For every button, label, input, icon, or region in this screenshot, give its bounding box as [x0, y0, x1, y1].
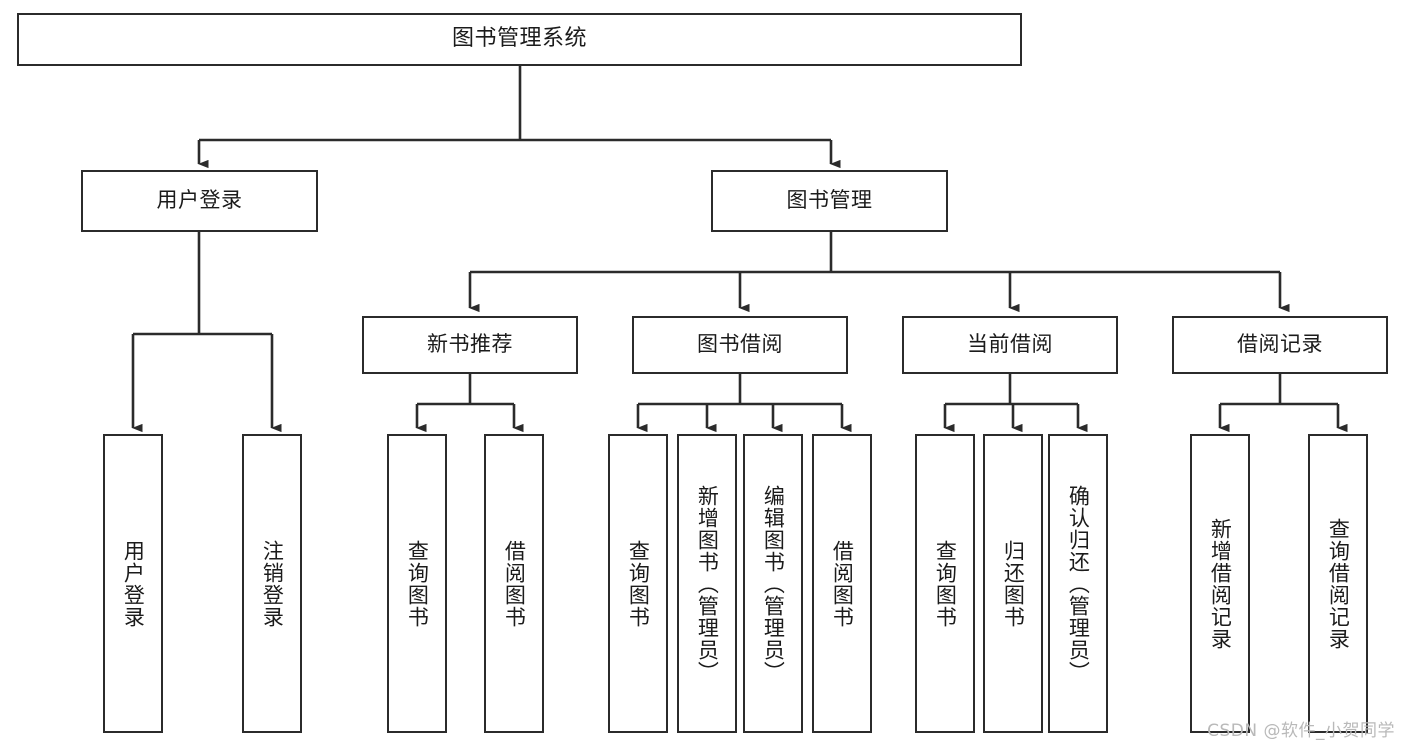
node-label: 注销登录 [260, 539, 285, 628]
watermark-text: CSDN @软件_小贺同学 [1207, 721, 1395, 741]
node-label: 用户登录 [156, 188, 243, 213]
node-label: 归还图书 [1001, 539, 1026, 628]
leaf-query-book-new[interactable]: 查询图书 [387, 434, 447, 733]
node-label: 查询借阅记录 [1326, 517, 1351, 650]
node-label: 确认归还（管理员） [1066, 484, 1091, 683]
node-user-login[interactable]: 用户登录 [81, 170, 318, 232]
leaf-query-book-current[interactable]: 查询图书 [915, 434, 975, 733]
leaf-query-borrow-record[interactable]: 查询借阅记录 [1308, 434, 1368, 733]
node-label: 用户登录 [121, 539, 146, 628]
node-borrow-record[interactable]: 借阅记录 [1172, 316, 1388, 374]
node-label: 查询图书 [626, 539, 651, 628]
node-label: 新书推荐 [427, 332, 513, 357]
leaf-borrow-book[interactable]: 借阅图书 [812, 434, 872, 733]
node-label: 图书管理 [786, 188, 873, 213]
node-new-book-recommend[interactable]: 新书推荐 [362, 316, 578, 374]
node-label: 新增借阅记录 [1208, 517, 1233, 650]
leaf-add-borrow-record[interactable]: 新增借阅记录 [1190, 434, 1250, 733]
leaf-query-book-borrow[interactable]: 查询图书 [608, 434, 668, 733]
leaf-user-login[interactable]: 用户登录 [103, 434, 163, 733]
node-label: 借阅记录 [1237, 332, 1323, 357]
node-label: 查询图书 [405, 539, 430, 628]
leaf-confirm-return-admin[interactable]: 确认归还（管理员） [1048, 434, 1108, 733]
node-label: 图书借阅 [697, 332, 783, 357]
node-label: 借阅图书 [502, 539, 527, 628]
leaf-add-book-admin[interactable]: 新增图书（管理员） [677, 434, 737, 733]
node-root-system[interactable]: 图书管理系统 [17, 13, 1022, 66]
leaf-return-book[interactable]: 归还图书 [983, 434, 1043, 733]
node-book-management[interactable]: 图书管理 [711, 170, 948, 232]
leaf-logout[interactable]: 注销登录 [242, 434, 302, 733]
node-label: 当前借阅 [967, 332, 1053, 357]
node-label: 图书管理系统 [451, 26, 587, 52]
leaf-edit-book-admin[interactable]: 编辑图书（管理员） [743, 434, 803, 733]
node-label: 新增图书（管理员） [695, 484, 720, 683]
leaf-borrow-book-new[interactable]: 借阅图书 [484, 434, 544, 733]
node-label: 编辑图书（管理员） [761, 484, 786, 683]
node-book-borrow[interactable]: 图书借阅 [632, 316, 848, 374]
node-label: 查询图书 [933, 539, 958, 628]
node-label: 借阅图书 [830, 539, 855, 628]
node-current-borrow[interactable]: 当前借阅 [902, 316, 1118, 374]
